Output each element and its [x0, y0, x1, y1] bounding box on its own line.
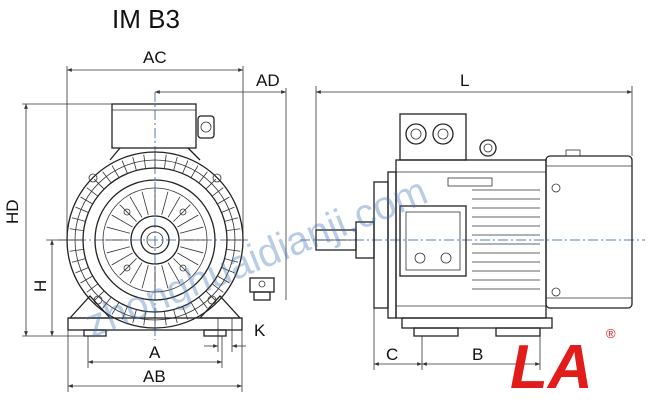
front-view: AC AD HD H K A AB [3, 48, 287, 392]
fin-line [224, 258, 239, 263]
fin-line [121, 160, 128, 174]
rib-line [106, 246, 130, 254]
label-b: B [472, 345, 483, 364]
fin-line [173, 156, 178, 171]
fin-line [164, 154, 167, 169]
fin-line [102, 296, 112, 309]
fin-line [226, 228, 241, 231]
fin-line [190, 165, 199, 178]
rib-line [167, 196, 181, 218]
rib-line [180, 246, 204, 254]
fin-line [75, 267, 89, 274]
side-cooling-fins [472, 189, 540, 290]
fin-line [69, 228, 84, 231]
fin-line [71, 217, 86, 222]
rib-line [129, 262, 143, 284]
fin-line [69, 249, 84, 252]
fin-line [217, 275, 230, 284]
fin-line [80, 196, 93, 205]
fin-line [217, 196, 230, 205]
label-a: A [149, 343, 161, 362]
fin-line [173, 309, 178, 324]
rib-line [141, 265, 149, 289]
fin-line [102, 171, 112, 184]
fin-line [80, 275, 93, 284]
end-shield-ribs [105, 190, 205, 290]
fin-line [221, 206, 235, 213]
logo-text: LA [510, 333, 593, 400]
rib-line [173, 204, 191, 222]
fin-line [221, 267, 235, 274]
label-h: H [31, 280, 50, 292]
fin-line [75, 206, 89, 213]
fin-line [211, 283, 224, 293]
rib-line [111, 252, 133, 266]
cooling-fins [69, 154, 241, 326]
rib-line [177, 214, 199, 228]
fin-line [132, 156, 137, 171]
label-ad: AD [256, 71, 280, 90]
rib-line [106, 226, 130, 234]
label-ac: AC [143, 48, 167, 67]
side-view: L C B [300, 71, 645, 370]
fin-line [111, 165, 120, 178]
label-ab: AB [143, 367, 166, 386]
logo-registered-mark: ® [606, 326, 616, 341]
fin-line [226, 249, 241, 252]
fin-line [198, 171, 208, 184]
fin-line [111, 302, 120, 315]
drawing-title: IM B3 [112, 4, 180, 34]
brand-logo: LA ® [510, 326, 616, 400]
fin-line [182, 306, 189, 320]
fin-line [86, 187, 99, 197]
rib-line [161, 265, 169, 289]
fin-line [86, 283, 99, 293]
watermark: zhonghuaidianji.com [79, 169, 434, 346]
rib-line [119, 204, 137, 222]
fin-line [182, 160, 189, 174]
rib-line [111, 214, 133, 228]
fin-line [224, 217, 239, 222]
label-hd: HD [3, 199, 22, 224]
rib-line [167, 262, 181, 284]
fin-line [198, 296, 208, 309]
label-c: C [386, 345, 398, 364]
rib-line [180, 226, 204, 234]
rib-line [161, 191, 169, 215]
label-l: L [460, 71, 469, 90]
fin-line [121, 306, 128, 320]
fin-line [71, 258, 86, 263]
rib-line [177, 252, 199, 266]
rib-line [129, 196, 143, 218]
rib-line [141, 191, 149, 215]
fin-line [211, 187, 224, 197]
fin-line [143, 154, 146, 169]
rib-line [119, 258, 137, 276]
label-k: K [254, 321, 266, 340]
rib-line [173, 258, 191, 276]
fin-line [132, 309, 137, 324]
fin-line [190, 302, 199, 315]
